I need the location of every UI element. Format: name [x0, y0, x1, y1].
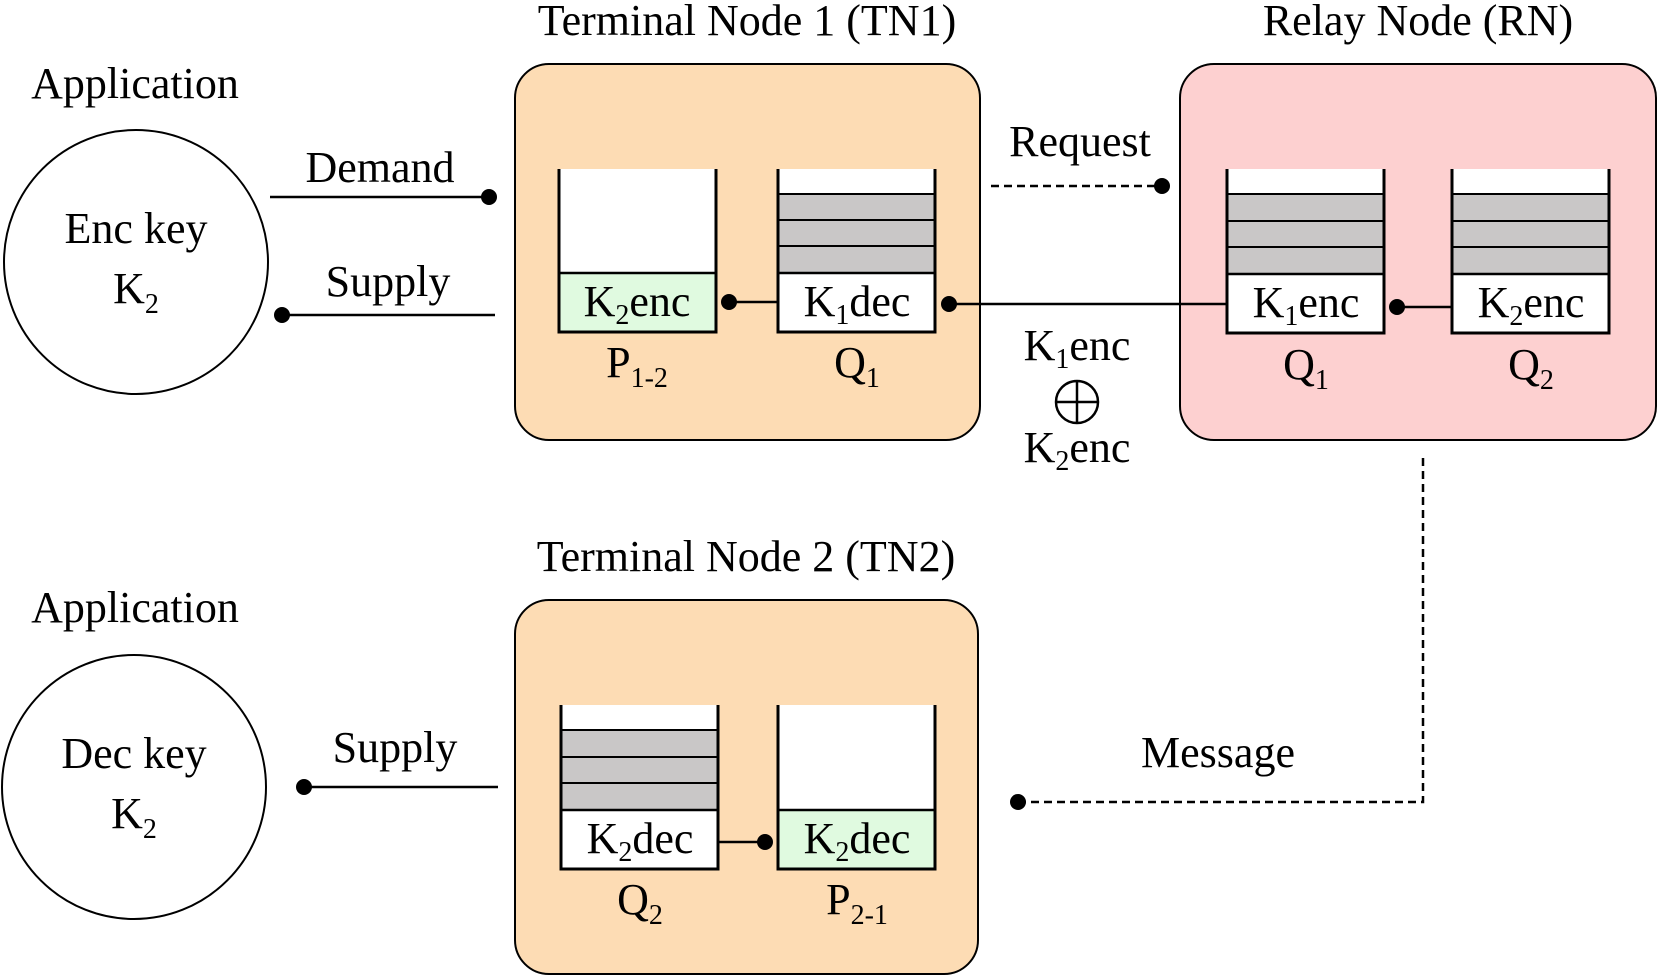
- rn-queue1: K1enc Q1: [1225, 169, 1386, 396]
- demand-dot: [481, 189, 497, 205]
- app2-circle: [1, 654, 267, 920]
- rn-queue2-key-slot: [1450, 272, 1611, 335]
- rn-queue1-slot: [1226, 193, 1385, 222]
- xor-top: K1enc: [1024, 321, 1131, 375]
- supply-top-label: Supply: [326, 257, 451, 306]
- tn2-pool-key: K2dec: [804, 814, 911, 868]
- message-dot: [1010, 794, 1026, 810]
- app1-key-name: K2: [113, 264, 159, 320]
- tn1-pool-key: K2enc: [584, 277, 691, 331]
- tn2-internal-dot: [757, 834, 773, 850]
- request-label: Request: [1009, 117, 1151, 166]
- demand-label: Demand: [305, 143, 454, 192]
- tn1-title: Terminal Node 1 (TN1): [538, 0, 956, 45]
- app1-circle: [3, 129, 269, 395]
- tn1-internal-dot: [721, 294, 737, 310]
- xor-bottom: K2enc: [1024, 423, 1131, 477]
- app2-key-label: Dec key: [61, 729, 206, 778]
- tn2-queue-key: K2dec: [587, 814, 694, 868]
- tn1-queue-key-slot: [776, 271, 937, 334]
- tn1-queue-slot: [777, 193, 936, 221]
- rn-queue1-key: K1enc: [1253, 278, 1360, 332]
- rn-internal-dot: [1389, 299, 1405, 315]
- rn-queue1-slot: [1226, 246, 1385, 275]
- rn-queue2-outline: [1450, 169, 1611, 335]
- rn-queue2-slot: [1451, 246, 1610, 275]
- rn-queue2-slot: [1451, 193, 1610, 222]
- tn1-pool: K2enc P1-2: [557, 169, 718, 394]
- tn1-pool-label: P1-2: [606, 338, 668, 394]
- tn1-queue-slot: [777, 245, 936, 274]
- tn2-queue-slot: [560, 756, 719, 784]
- app1-key-label: Enc key: [65, 204, 208, 253]
- tn2-queue-label: Q2: [617, 875, 663, 931]
- rn-queue2: K2enc Q2: [1450, 169, 1611, 396]
- tn2-queue: K2dec Q2: [559, 705, 720, 931]
- supply-bottom-label: Supply: [333, 723, 458, 772]
- rn-queue2-label: Q2: [1508, 340, 1554, 396]
- xor-symbol-icon: ⊕: [1054, 379, 1100, 425]
- message-label: Message: [1141, 728, 1295, 777]
- rn-queue1-key-slot: [1225, 272, 1386, 335]
- tn2-queue-outline: [559, 705, 720, 871]
- tn2-pool-label: P2-1: [826, 875, 888, 931]
- app2-title: Application: [31, 583, 239, 632]
- tn1-queue-outline: [776, 169, 937, 334]
- tn1-queue-slot: [777, 219, 936, 247]
- tn1-box: [514, 63, 981, 441]
- app2-key-name: K2: [111, 789, 157, 845]
- relay-title: Relay Node (RN): [1263, 0, 1573, 45]
- tn1-queue-label: Q1: [834, 338, 880, 394]
- tn1-queue: K1dec Q1: [776, 169, 937, 394]
- tn2-queue-slot: [560, 729, 719, 758]
- request-dot: [1154, 178, 1170, 194]
- rn-queue2-key: K2enc: [1478, 278, 1585, 332]
- rn-queue1-outline: [1225, 169, 1386, 335]
- tn2-pool-outline: [776, 705, 937, 871]
- tn2-box: [514, 599, 979, 975]
- key-link-dot: [941, 296, 957, 312]
- tn2-queue-slot: [560, 782, 719, 811]
- relay-box: [1179, 63, 1657, 441]
- tn2-title: Terminal Node 2 (TN2): [537, 532, 955, 581]
- app1-title: Application: [31, 59, 239, 108]
- tn1-queue-key: K1dec: [804, 277, 911, 331]
- tn1-pool-outline: [557, 169, 718, 334]
- tn2-pool: K2dec P2-1: [776, 705, 937, 931]
- supply-bottom-dot: [296, 779, 312, 795]
- supply-top-dot: [274, 307, 290, 323]
- rn-queue2-slot: [1451, 220, 1610, 248]
- rn-queue1-slot: [1226, 220, 1385, 248]
- tn2-queue-key-slot: [559, 808, 720, 871]
- message-line: [1018, 458, 1425, 804]
- rn-queue1-label: Q1: [1283, 340, 1329, 396]
